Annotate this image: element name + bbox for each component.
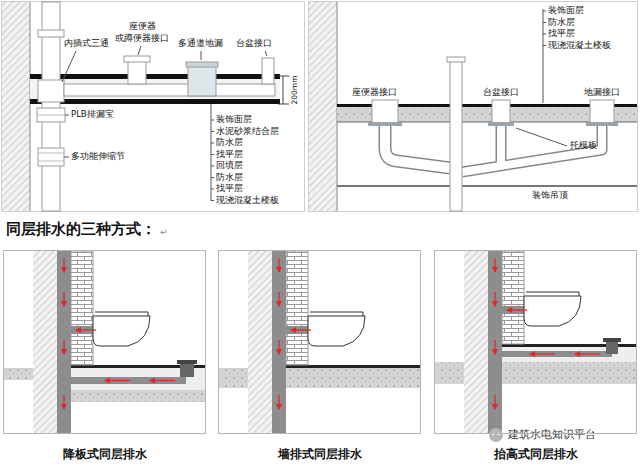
part-label: 托模板 (570, 140, 597, 151)
layer-name: 回填层 (216, 160, 243, 170)
layer-name: 防水层 (548, 17, 575, 27)
part-label: 座便器 或蹲便器接口 (112, 20, 172, 44)
part-label: 台盆接口 (483, 87, 519, 98)
layer-name: 找平层 (548, 28, 575, 38)
layer-name: 装饰面层 (216, 114, 252, 124)
dimension: 200mm (290, 75, 300, 105)
watermark: 建筑水电知识平台 (506, 428, 598, 441)
part-label: PLB排漏宝 (71, 109, 114, 119)
part-label: 台盆接口 (236, 38, 272, 49)
panel-caption: 墙排式同层排水 (219, 447, 420, 461)
part-label: 装饰吊顶 (532, 190, 568, 201)
layer-name: 防水层 (216, 172, 243, 182)
part-label: 内插式三通 (64, 38, 109, 49)
layer-name: 找平层 (216, 183, 243, 193)
layer-name: 防水层 (216, 137, 243, 147)
method-panel: 抬高式同层排水 (434, 250, 637, 434)
method-panel: 墙排式同层排水 (218, 250, 421, 434)
layer-name: 找平层 (216, 149, 243, 159)
part-label: 多通道地漏 (178, 38, 223, 49)
layer-name: 装饰面层 (548, 5, 584, 15)
floor-section-right (309, 2, 638, 212)
section-heading: 同层排水的三种方式： (6, 220, 156, 238)
layer-name: 现浇混凝土楼板 (216, 195, 279, 205)
part-label: 座便器接口 (352, 87, 397, 98)
wall-drain-figure (219, 251, 420, 433)
watermark-icon (489, 428, 503, 442)
panel-caption: 降板式同层排水 (4, 447, 205, 461)
floor-section-left (2, 2, 305, 212)
method-panel: 降板式同层排水 (3, 250, 206, 434)
layer-name: 水泥砂浆结合层 (216, 126, 279, 136)
raised-floor-figure (435, 251, 637, 433)
part-label: 多功能伸缩节 (71, 151, 125, 161)
return-mark: ↵ (160, 227, 168, 238)
panel-caption: 抬高式同层排水 (435, 447, 636, 461)
layer-name: 现浇混凝土楼板 (548, 40, 611, 50)
part-label: 地漏接口 (584, 87, 620, 98)
lowered-slab-figure (4, 251, 205, 433)
